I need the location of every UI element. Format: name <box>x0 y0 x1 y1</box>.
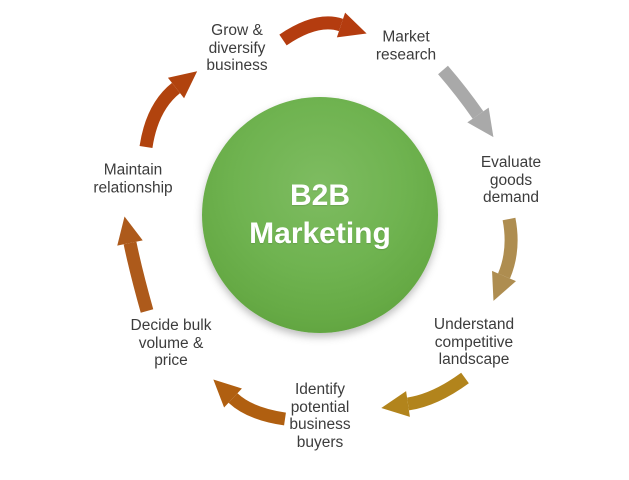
step-label-understand-competitive-landscape: Understand competitive landscape <box>433 315 515 368</box>
step-label-grow-diversify-business: Grow & diversify business <box>206 21 268 74</box>
step-label-market-research: Market research <box>375 28 437 64</box>
arrow-understand-to-identify <box>381 372 469 417</box>
step-label-identify-potential-business-buyers: Identify potential business buyers <box>289 381 351 451</box>
arrow-market-to-evaluate <box>438 65 494 138</box>
arrow-evaluate-to-understand <box>492 217 518 301</box>
step-label-maintain-relationship: Maintain relationship <box>93 161 173 197</box>
diagram-title: B2B Marketing <box>249 179 391 250</box>
arrow-identify-to-decide <box>213 379 287 426</box>
step-label-evaluate-goods-demand: Evaluate goods demand <box>480 153 542 206</box>
arrow-maintain-to-grow <box>139 71 198 149</box>
arrow-decide-to-maintain <box>117 216 154 313</box>
center-circle: B2B Marketing <box>202 97 438 333</box>
arrow-grow-to-market <box>279 12 367 46</box>
step-label-decide-bulk-volume-price: Decide bulk volume & price <box>130 316 212 369</box>
